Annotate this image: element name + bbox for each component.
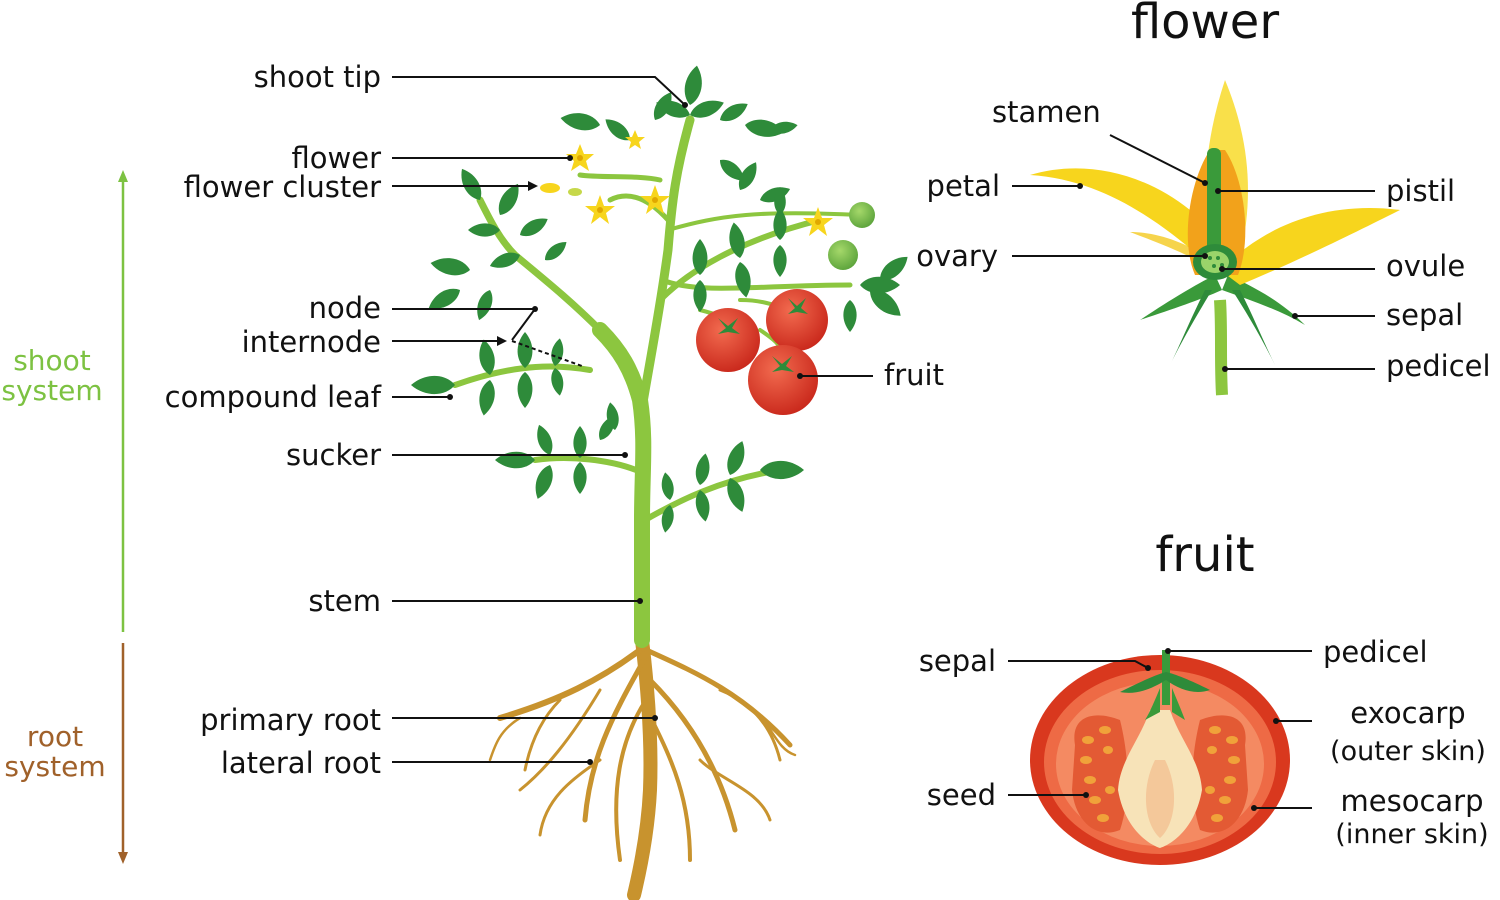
plant-flowers [540, 130, 833, 236]
root-system-label-1: root [27, 720, 83, 753]
label-flower-sepal: sepal [1386, 298, 1463, 332]
shoot-system-indicator: shoot system [1, 170, 128, 632]
label-ovary: ovary [916, 239, 998, 273]
shoot-system-label-2: system [1, 374, 102, 407]
label-ovule: ovule [1386, 249, 1465, 283]
label-sucker: sucker [286, 438, 381, 472]
plant-leader-lines [392, 76, 873, 765]
label-mesocarp: mesocarp [1341, 784, 1484, 818]
label-internode: internode [242, 325, 381, 359]
plant-labels: shoot tip flower flower cluster node int… [165, 60, 944, 780]
flower-section-title: flower [1131, 0, 1279, 50]
fruit-cross-section [1030, 650, 1290, 865]
root-system-label-2: system [4, 750, 105, 783]
root-system-indicator: root system [4, 643, 128, 864]
plant-fruits [696, 202, 875, 415]
shoot-system-label-1: shoot [13, 344, 91, 377]
label-fruit-sepal: sepal [919, 644, 996, 678]
flower-leader-lines [1012, 134, 1375, 372]
label-stamen: stamen [992, 95, 1101, 129]
label-flower-cluster: flower cluster [184, 170, 381, 204]
label-flower-pedicel: pedicel [1386, 349, 1491, 383]
fruit-labels: sepal pedicel exocarp (outer skin) seed … [919, 635, 1489, 850]
label-node: node [309, 291, 381, 325]
label-lateral-root: lateral root [221, 746, 381, 780]
label-fruit: fruit [884, 358, 944, 392]
label-flower: flower [292, 141, 382, 175]
fruit-leader-lines [1008, 648, 1312, 811]
label-pistil: pistil [1386, 174, 1455, 208]
label-shoot-tip: shoot tip [254, 60, 381, 94]
label-primary-root: primary root [200, 703, 381, 737]
label-seed: seed [927, 778, 996, 812]
root-illustration [488, 633, 797, 900]
label-compound-leaf: compound leaf [165, 380, 382, 414]
label-exocarp: exocarp [1350, 696, 1465, 730]
label-stem: stem [308, 584, 381, 618]
label-fruit-pedicel: pedicel [1323, 635, 1428, 669]
label-mesocarp-note: (inner skin) [1335, 819, 1488, 850]
flower-labels: stamen petal ovary pistil ovule sepal pe… [916, 95, 1490, 383]
fruit-section-title: fruit [1155, 527, 1254, 583]
label-petal: petal [927, 169, 1000, 203]
label-exocarp-note: (outer skin) [1330, 736, 1486, 767]
